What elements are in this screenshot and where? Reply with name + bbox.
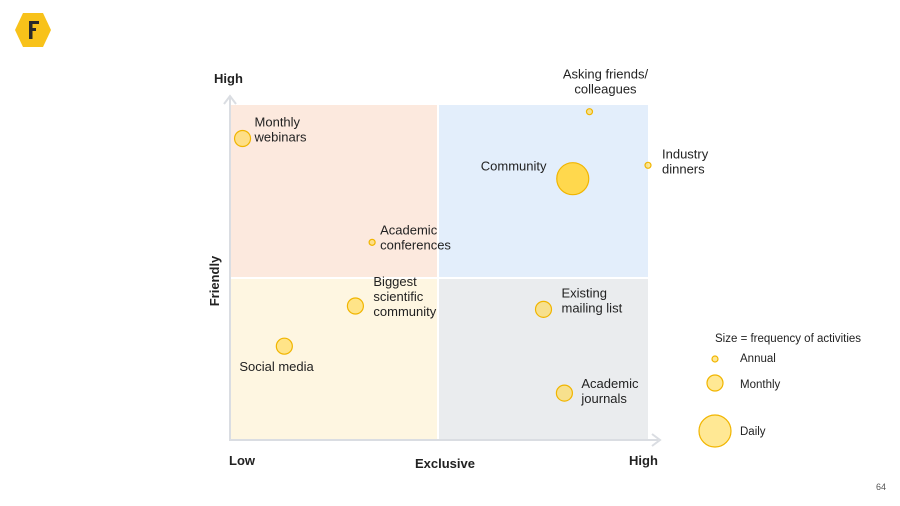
data-point-label: Asking friends/colleagues — [563, 67, 649, 97]
y-axis-high-label: High — [214, 71, 243, 86]
data-point-label: Social media — [239, 359, 314, 374]
legend: Size = frequency of activities AnnualMon… — [698, 333, 861, 448]
quadrant-bottom-left — [230, 279, 437, 439]
x-axis-title: Exclusive — [415, 456, 475, 471]
legend-entry-label: Annual — [740, 353, 776, 365]
quadrant-top-left — [230, 105, 437, 277]
data-point-marker — [556, 162, 590, 196]
data-point-marker — [346, 297, 364, 315]
legend-title: Size = frequency of activities — [715, 333, 861, 345]
data-point-marker — [585, 108, 594, 116]
brand-logo — [15, 13, 51, 47]
data-point-marker — [555, 384, 574, 402]
y-axis-arrow — [223, 94, 237, 105]
legend-marker — [711, 355, 719, 363]
slide-number: 64 — [875, 482, 886, 492]
data-point-marker — [644, 161, 652, 169]
x-axis-arrow — [651, 433, 662, 447]
data-point-marker — [233, 129, 252, 148]
data-point-label: Community — [481, 159, 547, 174]
y-axis-title: Friendly — [207, 255, 222, 306]
x-axis-low-label: Low — [229, 453, 256, 468]
data-point-marker — [534, 300, 553, 318]
quadrant-top-right — [439, 105, 648, 277]
legend-entry-label: Daily — [740, 426, 766, 438]
x-axis-high-label: High — [629, 453, 658, 468]
data-point-marker — [275, 337, 293, 355]
legend-entry-label: Monthly — [740, 379, 781, 391]
legend-marker — [698, 414, 732, 448]
data-point-marker — [368, 238, 376, 246]
legend-marker — [706, 374, 724, 392]
